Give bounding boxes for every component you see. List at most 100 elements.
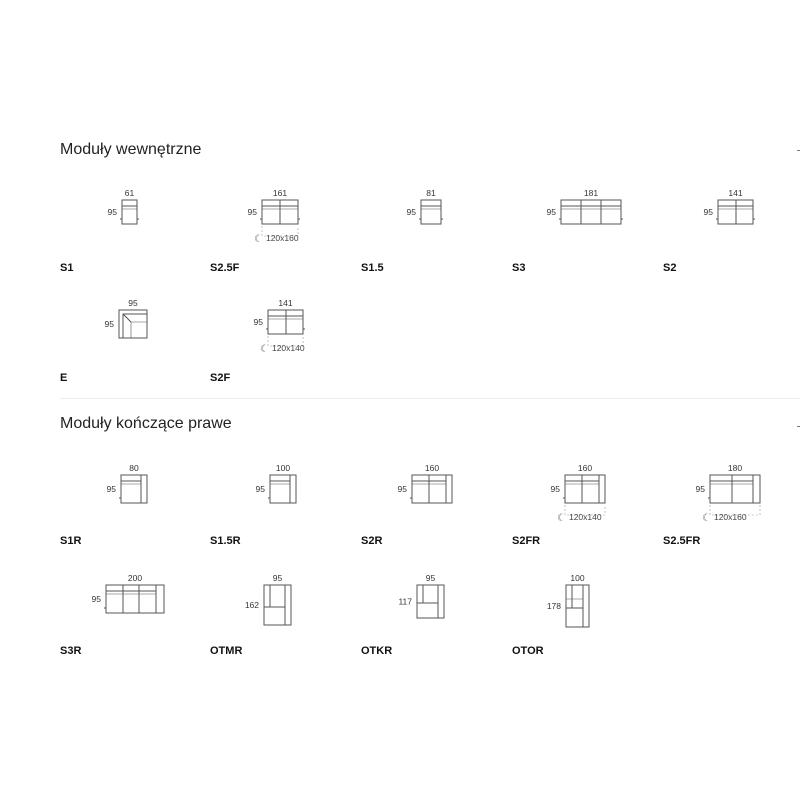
section-title-inner-modules: Moduły wewnętrzne (60, 141, 202, 158)
module-width-label: 141 (278, 298, 292, 308)
module-outline (118, 309, 148, 339)
module-name: S1.5 (361, 262, 384, 274)
module-depth-label: 95 (407, 207, 417, 217)
module-width-label: 160 (425, 463, 439, 473)
module-diagram: 181 95 (547, 188, 623, 225)
module-depth-label: 95 (398, 484, 408, 494)
module-width-label: 80 (129, 463, 139, 473)
module-depth-label: 178 (547, 601, 561, 611)
bed-size-text: 120x140 (271, 343, 305, 353)
module-diagram: 160 95 (551, 463, 606, 516)
module-diagram: 161 95 (248, 188, 300, 237)
module-diagram: 141 95 (704, 188, 755, 225)
module-diagram: 160 95 (398, 463, 453, 504)
module-outline (709, 474, 761, 504)
moon-icon: ☾ (702, 513, 711, 524)
module-depth-label: 95 (107, 484, 117, 494)
moon-icon: ☾ (557, 513, 566, 524)
bed-bracket (267, 336, 304, 347)
scroll-edge-mark (797, 150, 800, 151)
module-depth-label: 95 (248, 207, 258, 217)
module-width-label: 95 (426, 573, 436, 583)
module-diagram: 141 95 (254, 298, 305, 347)
module-diagram: 95 95 (105, 298, 148, 339)
module-width-label: 161 (273, 188, 287, 198)
module-width-label: 160 (578, 463, 592, 473)
section-divider (60, 398, 800, 399)
module-outline (416, 584, 445, 619)
module-diagram: 80 95 (107, 463, 148, 504)
moon-icon: ☾ (254, 234, 263, 245)
module-diagram: 100 178 (547, 573, 590, 628)
module-depth-label: 95 (105, 319, 115, 329)
module-depth-label: 95 (108, 207, 118, 217)
bed-size-text: 120x160 (265, 233, 299, 243)
module-width-label: 181 (584, 188, 598, 198)
module-name: S2.5FR (663, 535, 701, 547)
scroll-edge-mark (797, 426, 800, 427)
module-outline (269, 474, 297, 504)
module-depth-label: 117 (398, 597, 412, 607)
corner-seam (122, 313, 132, 323)
module-depth-label: 95 (254, 317, 264, 327)
module-outline (121, 199, 138, 225)
module-width-label: 61 (125, 188, 135, 198)
corner-seat-line (130, 321, 147, 338)
module-outline (565, 584, 590, 628)
module-name: OTKR (361, 645, 393, 657)
module-name: OTMR (210, 645, 243, 657)
module-diagram: 81 95 (407, 188, 443, 225)
module-outline (420, 199, 442, 225)
module-diagram: 95 117 (398, 573, 445, 619)
module-width-label: 200 (128, 573, 142, 583)
bed-bracket (261, 226, 299, 237)
module-name: S2R (361, 535, 383, 547)
module-depth-label: 95 (256, 484, 266, 494)
module-outline (105, 584, 165, 614)
module-name: S1R (60, 535, 82, 547)
bed-bracket (564, 505, 606, 516)
module-depth-label: 162 (245, 600, 259, 610)
module-outline (564, 474, 606, 504)
moon-icon: ☾ (260, 344, 269, 355)
module-diagram: 180 95 (696, 463, 761, 516)
module-name: S1 (60, 262, 74, 274)
module-outline (263, 584, 292, 626)
module-outline (560, 199, 622, 225)
module-depth-label: 95 (704, 207, 714, 217)
module-name: OTOR (512, 645, 544, 657)
bed-size-text: 120x140 (568, 512, 602, 522)
bed-size-text: 120x160 (713, 512, 747, 522)
module-name: S2 (663, 262, 677, 274)
module-name: S2.5F (210, 262, 240, 274)
module-depth-label: 95 (551, 484, 561, 494)
module-width-label: 141 (728, 188, 742, 198)
module-width-label: 95 (128, 298, 138, 308)
bed-size-label: ☾120x160 (254, 233, 299, 245)
bed-bracket (709, 505, 761, 516)
module-width-label: 81 (426, 188, 436, 198)
module-outline (411, 474, 453, 504)
bed-size-label: ☾120x140 (557, 512, 602, 524)
section-title-right-end-modules: Moduły kończące prawe (60, 415, 232, 432)
module-width-label: 100 (570, 573, 584, 583)
module-depth-label: 95 (696, 484, 706, 494)
module-name: S2FR (512, 535, 541, 547)
module-diagram: 61 95 (108, 188, 139, 225)
module-depth-label: 95 (547, 207, 557, 217)
module-name: S1.5R (210, 535, 241, 547)
module-width-label: 180 (728, 463, 742, 473)
module-name: S3R (60, 645, 82, 657)
module-depth-label: 95 (92, 594, 102, 604)
